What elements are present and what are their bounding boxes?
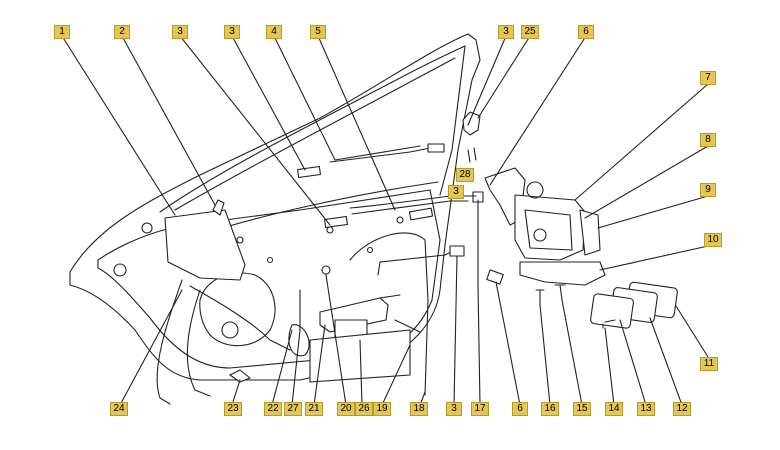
part-23-cable [189, 285, 291, 351]
callout-4: 4 [266, 25, 282, 39]
callout-19: 19 [373, 402, 391, 416]
callout-3: 3 [446, 402, 462, 416]
part-18-cable [349, 232, 429, 396]
callout-26: 26 [355, 402, 373, 416]
callout-17: 17 [471, 402, 489, 416]
part-1-panel [164, 209, 246, 281]
part-10-plate [519, 261, 606, 286]
callout-22: 22 [264, 402, 282, 416]
part-7-lock-body [514, 194, 586, 261]
callout-3: 3 [448, 185, 464, 199]
callout-28: 28 [456, 168, 474, 182]
callout-9: 9 [700, 183, 716, 197]
part-19-pin [394, 319, 421, 333]
callout-10: 10 [704, 233, 722, 247]
part-13-pad [590, 293, 634, 329]
callout-6: 6 [512, 402, 528, 416]
window-frame-line [174, 57, 456, 211]
callout-8: 8 [700, 133, 716, 147]
part-25-bracket [462, 111, 481, 136]
callout-6: 6 [578, 25, 594, 39]
door-shell [69, 33, 481, 381]
callout-3: 3 [498, 25, 514, 39]
callout-5: 5 [310, 25, 326, 39]
callout-27: 27 [284, 402, 302, 416]
part-24-cable [156, 279, 183, 405]
callout-3: 3 [172, 25, 188, 39]
part-2-clip [212, 199, 225, 216]
callout-23: 23 [224, 402, 242, 416]
callout-12: 12 [673, 402, 691, 416]
callout-20: 20 [337, 402, 355, 416]
part-5-rod [349, 195, 469, 209]
callout-16: 16 [541, 402, 559, 416]
callout-3: 3 [224, 25, 240, 39]
callout-25: 25 [521, 25, 539, 39]
callout-14: 14 [605, 402, 623, 416]
window-frame-inner [159, 45, 466, 213]
callout-11: 11 [700, 357, 718, 371]
callout-21: 21 [305, 402, 323, 416]
callout-18: 18 [410, 402, 428, 416]
callout-1: 1 [54, 25, 70, 39]
callout-7: 7 [700, 71, 716, 85]
callout-13: 13 [637, 402, 655, 416]
callout-2: 2 [114, 25, 130, 39]
callout-15: 15 [573, 402, 591, 416]
callout-24: 24 [110, 402, 128, 416]
